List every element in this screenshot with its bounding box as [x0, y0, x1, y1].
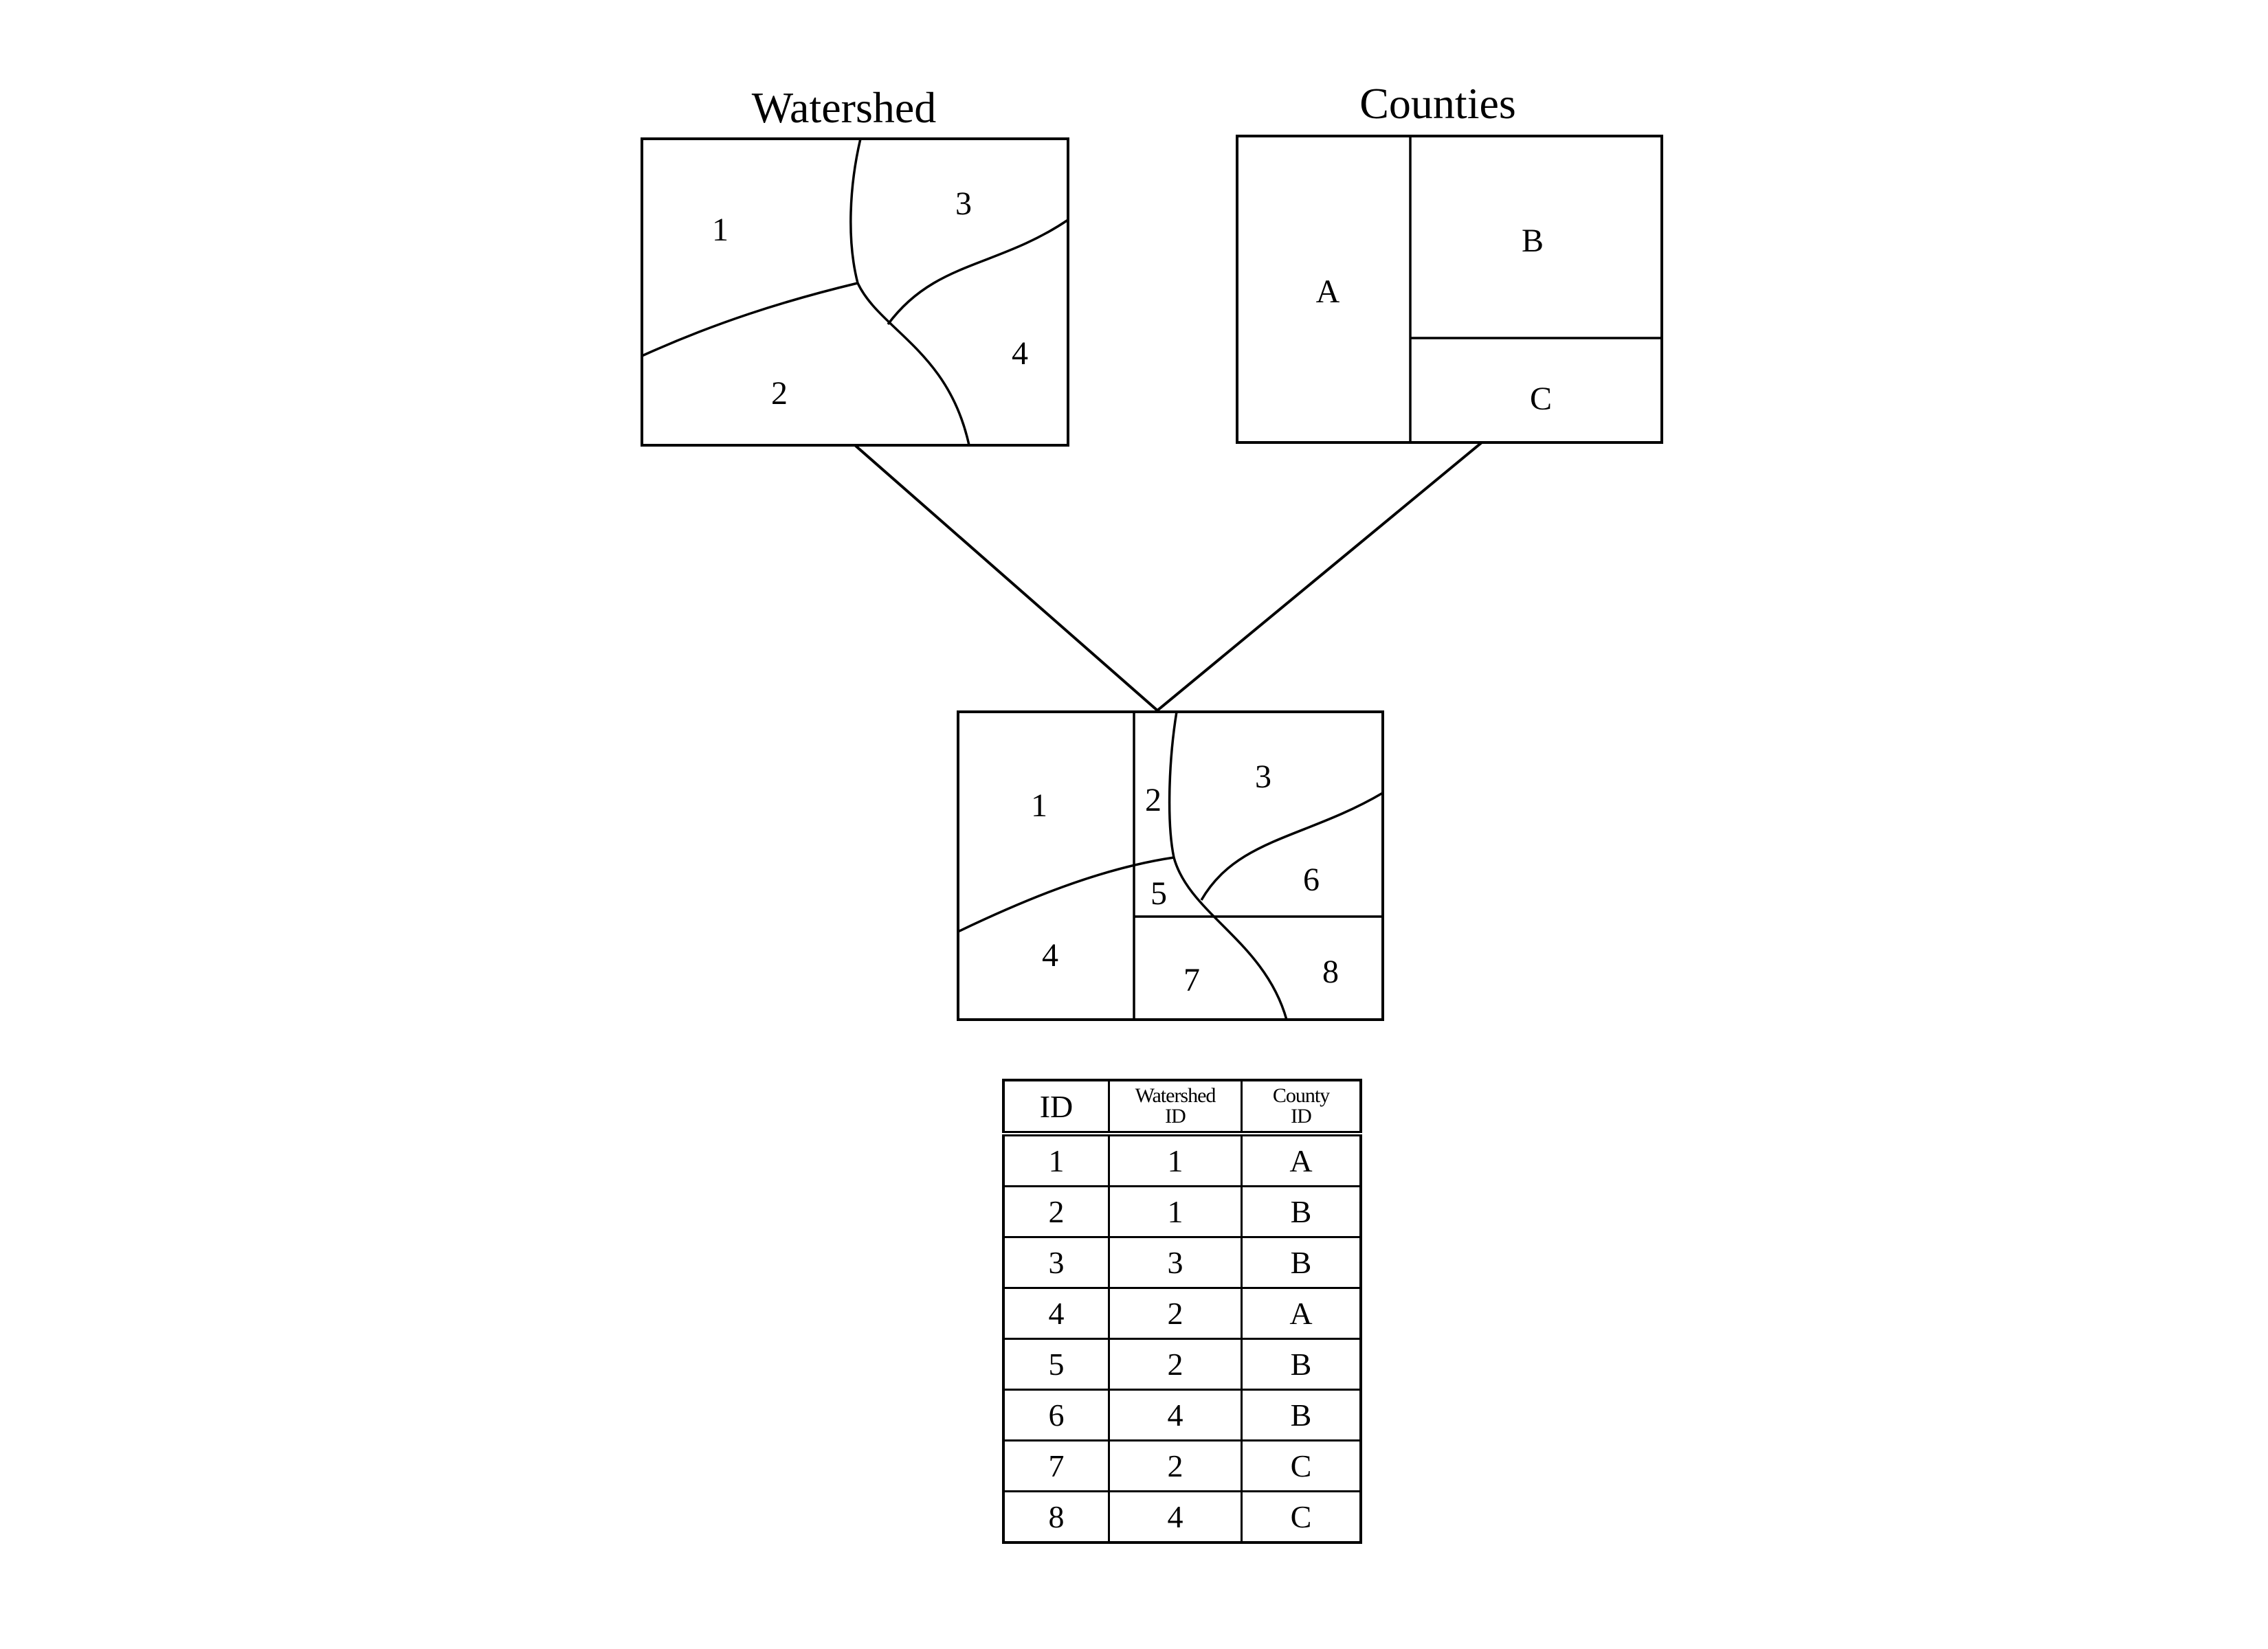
- header-county-line2: ID: [1291, 1105, 1312, 1128]
- header-watershed-line1: Watershed: [1135, 1084, 1216, 1107]
- counties-frame: [1236, 135, 1663, 444]
- overlay-label-1: 1: [1031, 787, 1047, 824]
- county-label-a: A: [1316, 273, 1340, 310]
- counties-title: Counties: [1359, 79, 1516, 128]
- cell-county-id: B: [1241, 1389, 1362, 1442]
- cell-id: 4: [1002, 1287, 1110, 1340]
- cell-watershed-id: 2: [1108, 1287, 1243, 1340]
- county-label-b: B: [1522, 223, 1544, 259]
- overlay-boundary-west: [957, 856, 1175, 933]
- watershed-boundary-main: [849, 138, 970, 446]
- table-header-row: ID Watershed ID County ID: [1002, 1079, 1362, 1136]
- cell-id: 5: [1002, 1338, 1110, 1391]
- watershed-label-3: 3: [955, 186, 972, 222]
- cell-county-id: B: [1241, 1338, 1362, 1391]
- cell-watershed-id: 1: [1108, 1185, 1243, 1238]
- table-row: 1 1 A: [1002, 1132, 1362, 1187]
- connector-left: [854, 444, 1159, 712]
- watershed-frame: [641, 137, 1069, 447]
- overlay-label-8: 8: [1322, 954, 1339, 990]
- table-row: 4 2 A: [1002, 1287, 1362, 1340]
- watershed-boundary-west: [641, 282, 858, 357]
- connector-right: [1156, 441, 1483, 712]
- overlay-label-6: 6: [1303, 862, 1320, 898]
- header-watershed-id: Watershed ID: [1108, 1079, 1243, 1136]
- table-row: 5 2 B: [1002, 1338, 1362, 1391]
- cell-county-id: C: [1241, 1439, 1362, 1492]
- overlay-label-3: 3: [1255, 759, 1271, 795]
- cell-watershed-id: 4: [1108, 1490, 1243, 1544]
- cell-id: 6: [1002, 1389, 1110, 1442]
- counties-map: Counties A B C: [1236, 79, 1663, 444]
- header-id: ID: [1002, 1079, 1110, 1136]
- cell-watershed-id: 3: [1108, 1236, 1243, 1289]
- watershed-map: Watershed 1 2 3 4: [641, 83, 1069, 447]
- cell-id: 7: [1002, 1439, 1110, 1492]
- table-row: 3 3 B: [1002, 1236, 1362, 1289]
- overlay-label-4: 4: [1042, 937, 1058, 974]
- cell-watershed-id: 4: [1108, 1389, 1243, 1442]
- overlay-map: 1 2 3 4 5 6 7 8: [957, 710, 1384, 1021]
- cell-id: 8: [1002, 1490, 1110, 1544]
- attribute-table: ID Watershed ID County ID 1 1 A 2 1 B 3 …: [1002, 1079, 1362, 1544]
- cell-county-id: B: [1241, 1185, 1362, 1238]
- watershed-boundary-east: [887, 218, 1069, 326]
- table-row: 7 2 C: [1002, 1439, 1362, 1492]
- watershed-title: Watershed: [752, 83, 937, 132]
- watershed-label-1: 1: [712, 212, 729, 248]
- header-county-line1: County: [1272, 1084, 1330, 1107]
- cell-id: 1: [1002, 1132, 1110, 1187]
- table-row: 2 1 B: [1002, 1185, 1362, 1238]
- overlay-boundary-east: [1200, 792, 1383, 901]
- cell-id: 3: [1002, 1236, 1110, 1289]
- overlay-label-2: 2: [1145, 782, 1161, 818]
- table-row: 8 4 C: [1002, 1490, 1362, 1544]
- cell-county-id: A: [1241, 1287, 1362, 1340]
- overlay-boundary-main: [1168, 711, 1288, 1020]
- cell-watershed-id: 2: [1108, 1338, 1243, 1391]
- cell-county-id: C: [1241, 1490, 1362, 1544]
- header-county-id: County ID: [1241, 1079, 1362, 1136]
- cell-id: 2: [1002, 1185, 1110, 1238]
- overlay-label-5: 5: [1150, 875, 1167, 912]
- cell-county-id: B: [1241, 1236, 1362, 1289]
- watershed-label-4: 4: [1012, 335, 1028, 372]
- watershed-label-2: 2: [771, 375, 788, 412]
- cell-county-id: A: [1241, 1132, 1362, 1187]
- overlay-label-7: 7: [1183, 962, 1200, 998]
- county-label-c: C: [1530, 381, 1552, 417]
- header-watershed-line2: ID: [1165, 1105, 1186, 1128]
- table-row: 6 4 B: [1002, 1389, 1362, 1442]
- cell-watershed-id: 1: [1108, 1132, 1243, 1187]
- cell-watershed-id: 2: [1108, 1439, 1243, 1492]
